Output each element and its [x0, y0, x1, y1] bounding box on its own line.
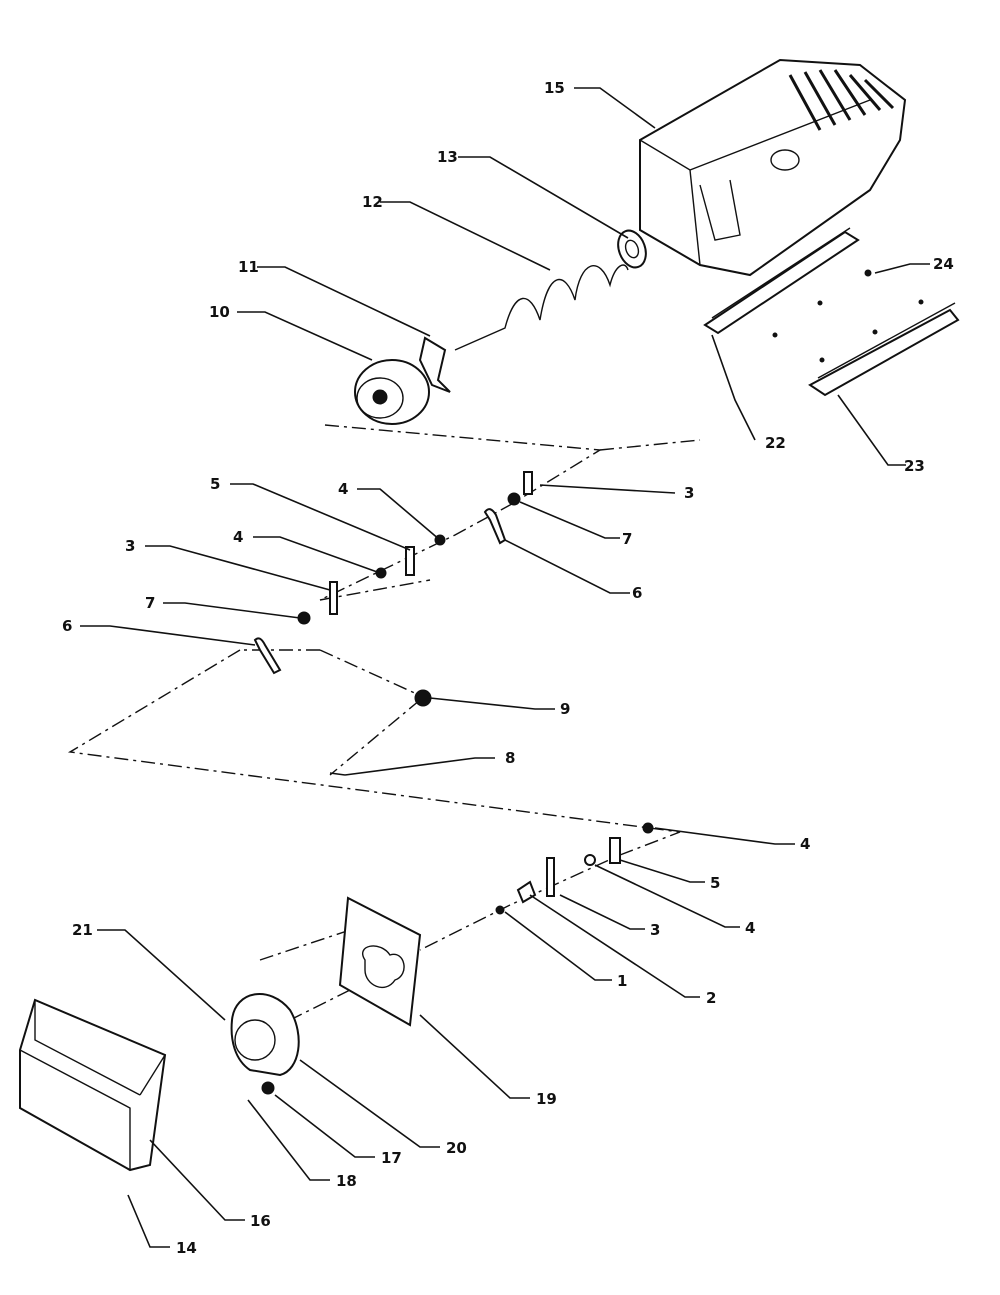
callout-5-b: 5 [710, 874, 720, 892]
callout-4-b: 4 [233, 528, 243, 546]
ice-bucket-part [639, 58, 907, 277]
callout-13: 13 [437, 148, 458, 166]
wheel-10-part [354, 359, 430, 425]
callout-12: 12 [362, 193, 383, 211]
callout-3-a: 3 [684, 484, 694, 502]
callout-17: 17 [381, 1149, 402, 1167]
callout-19: 19 [536, 1090, 557, 1108]
cover-16-part [19, 998, 167, 1172]
callout-4-a: 4 [338, 480, 348, 498]
callout-24: 24 [933, 255, 954, 273]
leader-lines [80, 87, 930, 1248]
callout-23: 23 [904, 457, 925, 475]
callout-6-b: 6 [62, 617, 72, 635]
callout-22: 22 [765, 434, 786, 452]
bearing-13-part [617, 229, 647, 269]
hardware-parts [253, 471, 654, 915]
callout-3-b: 3 [125, 537, 135, 555]
callout-10: 10 [209, 303, 230, 321]
callout-4-c: 4 [800, 835, 810, 853]
callout-14: 14 [176, 1239, 197, 1257]
callout-labels: 15 13 12 11 10 24 22 23 3 7 6 4 5 4 3 7 … [62, 79, 954, 1257]
auger-12-part [454, 264, 629, 351]
callout-6-a: 6 [632, 584, 642, 602]
plate-19-part [338, 896, 422, 1027]
callout-3-c: 3 [650, 921, 660, 939]
callout-11: 11 [238, 258, 259, 276]
callout-4-d: 4 [745, 919, 755, 937]
callout-16: 16 [250, 1212, 271, 1230]
callout-1: 1 [617, 972, 627, 990]
screw-24-part [864, 269, 872, 277]
callout-21: 21 [72, 921, 93, 939]
callout-7-b: 7 [145, 594, 155, 612]
motor-20-part [230, 993, 300, 1095]
callout-20: 20 [446, 1139, 467, 1157]
callout-15: 15 [544, 79, 565, 97]
rail-23-part [808, 299, 960, 397]
callout-5-a: 5 [210, 475, 220, 493]
callout-2: 2 [706, 989, 716, 1007]
callout-7-a: 7 [622, 530, 632, 548]
callout-9: 9 [560, 700, 570, 718]
callout-8: 8 [505, 749, 515, 767]
blade-11-part [418, 336, 451, 393]
rail-22-part [703, 227, 860, 338]
callout-18: 18 [336, 1172, 357, 1190]
